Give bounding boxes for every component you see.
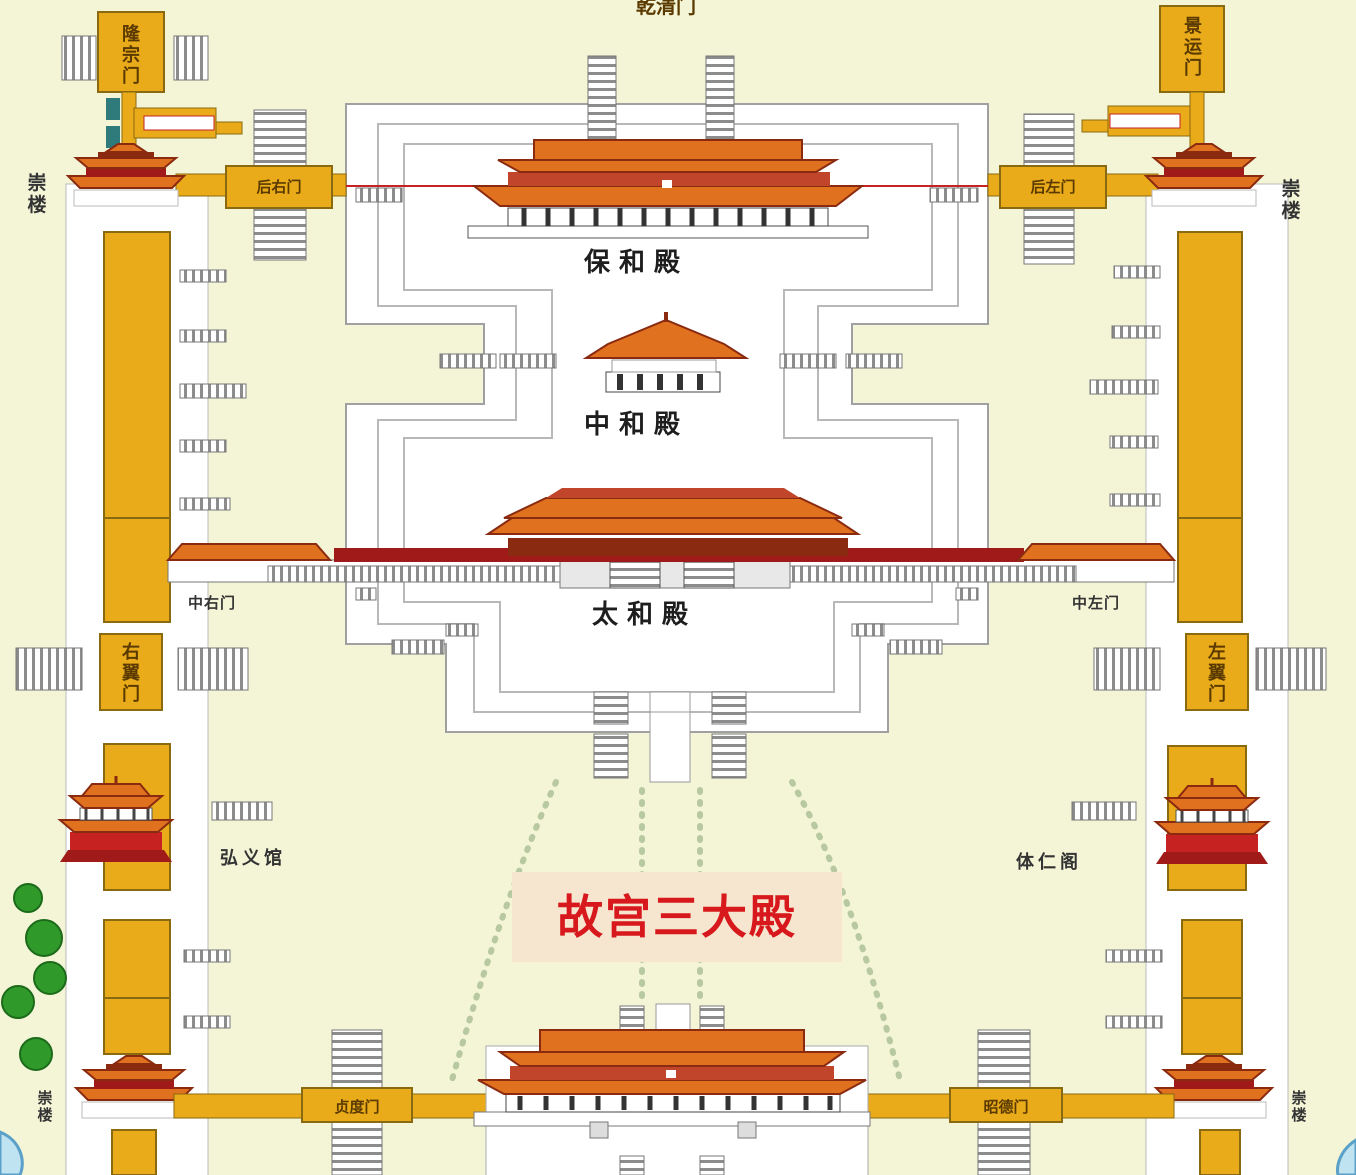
houyou-gate-label[interactable]: 后右门 — [256, 178, 302, 196]
houyou-gate-box — [225, 165, 333, 209]
trees-west — [1, 883, 67, 1071]
tower-label-sw: 崇楼 — [37, 1089, 53, 1124]
north-stairs — [587, 0, 735, 141]
zuoyi-stairs-left — [1093, 647, 1161, 691]
houzuo-gate-box — [999, 165, 1107, 209]
west-wall-stairs — [179, 269, 273, 1029]
zhonghe-hall-label[interactable]: 中和殿 — [584, 410, 690, 440]
zhendu-gate-label[interactable]: 贞度门 — [334, 1098, 380, 1116]
houzuo-gate-label[interactable]: 后左门 — [1030, 178, 1076, 196]
longzong-gate-label[interactable]: 隆宗门 — [122, 24, 140, 87]
zuoyi-stairs-right — [1255, 647, 1327, 691]
east-wall-stairs — [1071, 265, 1163, 1029]
south-terrace-stairs — [593, 691, 747, 783]
jingyun-gate-block — [1081, 5, 1225, 159]
zhonghe-hall-drawing — [582, 312, 750, 393]
zhongyou-gate-label[interactable]: 中右门 — [188, 594, 237, 612]
baohe-hall-drawing — [467, 139, 869, 239]
south-gate-drawing — [173, 1003, 1175, 1175]
terrace-side-stairs — [355, 187, 979, 655]
youyi-stairs-right — [177, 647, 249, 691]
map-title: 故宫三大殿 — [557, 890, 797, 944]
zuoyi-gate-box — [1185, 633, 1249, 711]
title-box-bg — [512, 872, 842, 962]
youyi-gate-box — [99, 633, 163, 711]
tower-label-ne: 崇楼 — [1281, 178, 1301, 222]
water-sw — [0, 1130, 24, 1175]
tower-label-se: 崇楼 — [1291, 1089, 1307, 1124]
longzong-gate-block — [61, 11, 243, 159]
qianqing-gate-label: 乾清门 — [636, 0, 696, 18]
water-se — [1336, 1138, 1356, 1175]
jingyun-gate-label[interactable]: 景运门 — [1184, 16, 1202, 79]
youyi-stairs-left — [15, 647, 83, 691]
youyi-gate-label[interactable]: 右翼门 — [122, 642, 140, 705]
zhongzuo-gate-label[interactable]: 中左门 — [1072, 594, 1121, 612]
baohe-hall-label[interactable]: 保和殿 — [584, 248, 690, 278]
zuoyi-gate-label[interactable]: 左翼门 — [1208, 642, 1226, 705]
hongyi-pavilion-label[interactable]: 弘义馆 — [220, 848, 286, 869]
taihe-hall-drawing — [165, 488, 1177, 589]
taihe-hall-label[interactable]: 太和殿 — [592, 600, 698, 630]
tiren-pavilion-label[interactable]: 体仁阁 — [1016, 852, 1082, 873]
tower-label-nw: 崇楼 — [27, 172, 47, 216]
zhaode-gate-label[interactable]: 昭德门 — [983, 1098, 1029, 1116]
